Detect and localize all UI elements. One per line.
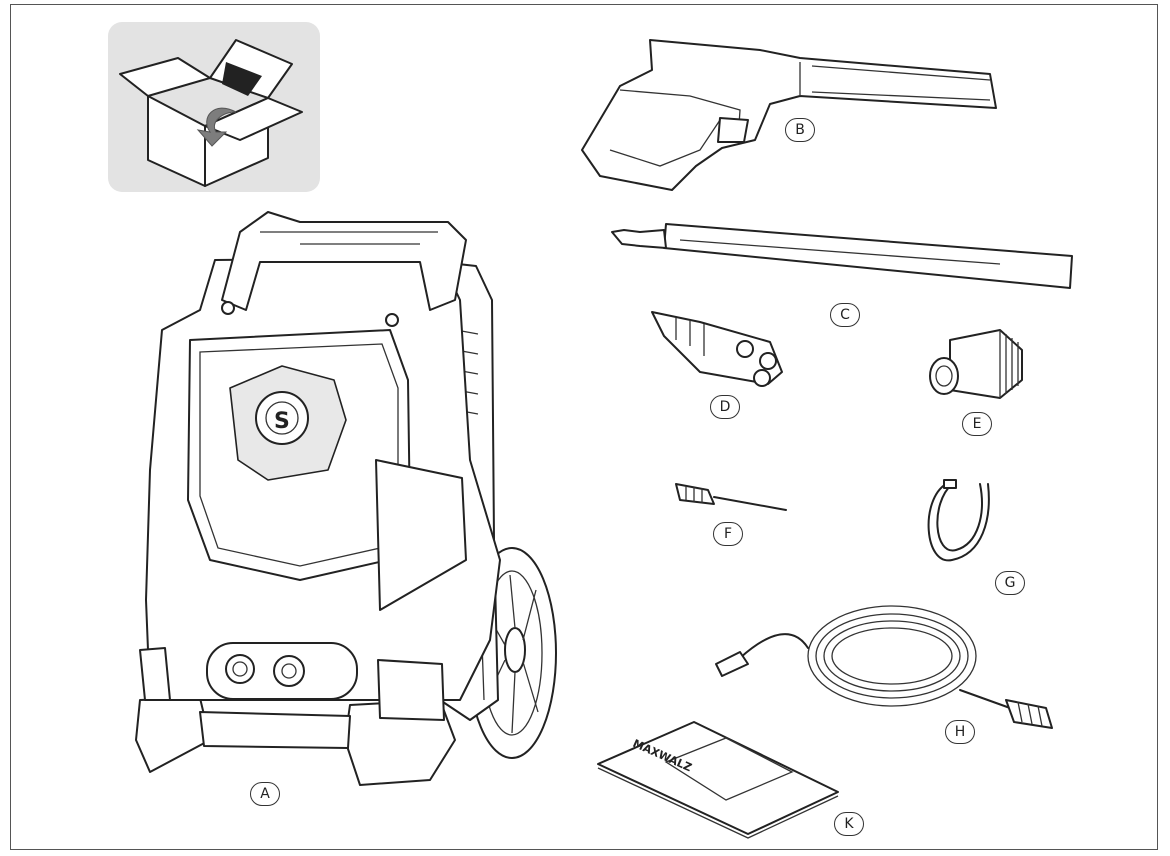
diagram-border [10,4,1158,850]
open-box-icon [119,39,303,187]
callout-c: C [830,303,860,327]
pressure-washer-unit: S [135,211,557,786]
callout-f: F [713,522,743,546]
hose-connector [929,329,1023,399]
high-pressure-hose [715,605,1053,729]
spray-gun [581,39,997,191]
callout-h: H [945,720,975,744]
callout-e: E [962,412,992,436]
quick-connect-nozzle [651,311,783,387]
callout-k: K [834,812,864,836]
hose-clip [927,479,990,562]
callout-g: G [995,571,1025,595]
user-manual: MAXWALZ [597,721,839,839]
callout-b: B [785,118,815,142]
callout-d: D [710,395,740,419]
svg-text:S: S [274,409,290,434]
cleaning-needle [675,483,787,511]
callout-a: A [250,782,280,806]
spray-wand [611,223,1073,289]
